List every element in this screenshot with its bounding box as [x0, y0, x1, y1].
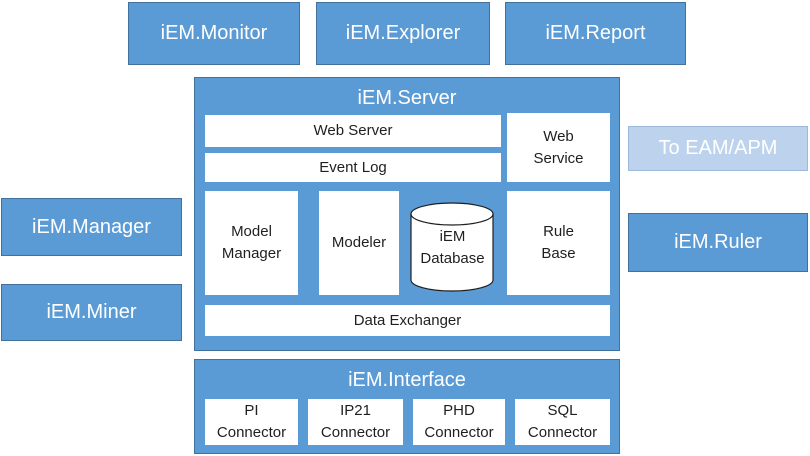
model-manager-box: Model Manager [205, 191, 298, 295]
iem-monitor-box: iEM.Monitor [128, 2, 300, 65]
iem-server-panel: iEM.Server Web Server Event Log Web Serv… [194, 77, 620, 351]
web-server-box: Web Server [205, 115, 501, 147]
iem-explorer-box: iEM.Explorer [316, 2, 490, 65]
rule-base-box: Rule Base [507, 191, 610, 295]
iem-explorer-label: iEM.Explorer [345, 22, 461, 44]
pi-connector-label: PI Connector [216, 402, 287, 441]
database-label-box: iEM Database [410, 226, 495, 270]
iem-ruler-label: iEM.Ruler [674, 231, 762, 253]
event-log-label: Event Log [319, 158, 387, 176]
sql-connector-label: SQL Connector [527, 402, 598, 441]
database-cylinder-icon [410, 202, 494, 292]
rule-base-label: Rule Base [541, 223, 576, 262]
iem-miner-box: iEM.Miner [1, 284, 182, 341]
iem-server-title: iEM.Server [357, 87, 457, 109]
phd-connector-box: PHD Connector [413, 399, 505, 445]
event-log-box: Event Log [205, 153, 501, 182]
iem-report-label: iEM.Report [545, 22, 646, 44]
web-server-label: Web Server [313, 122, 393, 139]
data-exchanger-box: Data Exchanger [205, 305, 610, 336]
iem-manager-box: iEM.Manager [1, 198, 182, 256]
sql-connector-box: SQL Connector [515, 399, 610, 445]
modeler-box: Modeler [319, 191, 399, 295]
ip21-connector-box: IP21 Connector [308, 399, 403, 445]
model-manager-label: Model Manager [221, 223, 282, 262]
ip21-connector-label: IP21 Connector [320, 402, 391, 441]
iem-interface-title: iEM.Interface [348, 369, 466, 391]
web-service-box: Web Service [507, 113, 610, 182]
iem-manager-label: iEM.Manager [32, 215, 151, 238]
iem-ruler-box: iEM.Ruler [628, 213, 808, 272]
modeler-label: Modeler [331, 234, 387, 251]
pi-connector-box: PI Connector [205, 399, 298, 445]
to-eam-apm-label: To EAM/APM [658, 137, 778, 159]
iem-miner-label: iEM.Miner [46, 301, 137, 323]
phd-connector-label: PHD Connector [424, 402, 494, 441]
data-exchanger-label: Data Exchanger [353, 311, 462, 329]
iem-interface-panel: iEM.Interface PI Connector IP21 Connecto… [194, 359, 620, 454]
iem-monitor-label: iEM.Monitor [160, 22, 268, 44]
to-eam-apm-box: To EAM/APM [628, 126, 808, 171]
iem-report-box: iEM.Report [505, 2, 686, 65]
web-service-label: Web Service [533, 127, 584, 167]
database-label: iEM Database [420, 228, 485, 267]
